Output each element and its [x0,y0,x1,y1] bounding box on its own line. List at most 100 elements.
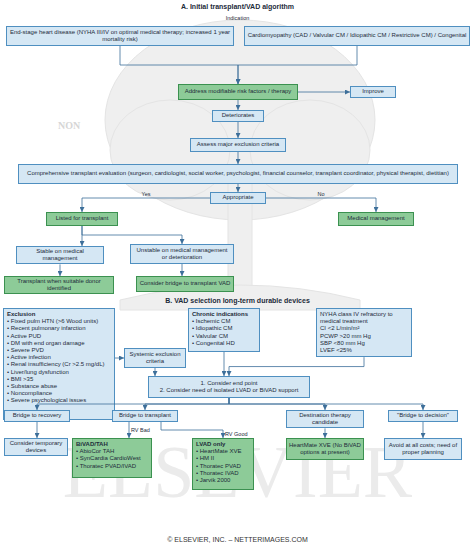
logo-text: NON [58,120,98,131]
box-list-item: • Idiopathic CM [192,325,256,332]
box-text: Transplant when suitable donor identifie… [7,278,111,292]
connector-arrow [229,357,364,376]
process-box: 1. Consider end point2. Consider need of… [148,376,310,398]
box-list-item: • Substance abuse [7,383,111,390]
box-text: Listed for transplant [49,215,115,222]
process-box: "Bridge to decision" [388,410,458,422]
process-box: End-stage heart disease (NYHA III/IV on … [6,26,234,46]
process-box: Improve [350,86,396,98]
box-list-item: • Thoratec PVAD/IVAD [76,463,148,470]
box-text: Deteriorates [215,112,261,119]
process-box: Consider temporary devices [4,438,68,456]
box-text: Consider temporary devices [7,440,65,454]
box-text: BiVAD/TAH [76,441,148,448]
process-box: Stable on medical management [16,246,104,264]
edge-label: RV Good [225,431,248,437]
process-box: Appropriate [210,192,266,204]
box-list-item: • Jarvik 2000 [196,477,250,484]
connector-arrow [82,198,210,212]
process-box: Cardiomyopathy (CAD / Valvular CM / Idio… [244,26,470,46]
box-text: Stable on medical management [19,248,101,262]
connector-arrow [115,358,124,359]
outcome-box: Consider bridge to transplant VAD [136,276,234,292]
connector-arrow [238,152,239,164]
box-text: Assess major exclusion criteria [193,141,283,148]
box-list-item: • Fixed pulm HTN (>6 Wood units) [7,318,111,325]
copyright-note: © ELSEVIER, INC. – NETTERIMAGES.COM [0,536,475,544]
outcome-box: Medical management [338,212,414,226]
box-text: Appropriate [213,194,263,201]
box-text: Destination therapy candidate [289,412,361,426]
connector-arrow [229,398,325,410]
outcome-box: BiVAD/TAH• AbioCor TAH• SynCardia Cardio… [72,438,152,478]
edge-label: Yes [142,191,151,197]
box-list-item: • Active PUD [7,333,111,340]
box-text: Medical management [341,215,411,222]
box-text: Bridge to recovery [7,412,67,419]
connector-arrow [229,398,423,410]
process-box: Comprehensive transplant evaluation (sur… [18,164,458,184]
process-box: Unstable on medical management or deteri… [130,244,234,264]
box-text: Comprehensive transplant evaluation (sur… [21,170,455,177]
box-list-item: • AbioCor TAH [76,448,148,455]
process-box: NYHA class IV refractory to medical trea… [316,308,412,357]
box-list-item: • Ischemic CM [192,318,256,325]
connector-arrow [155,368,156,376]
process-box: Assess major exclusion criteria [190,138,286,152]
box-list-item: • Severe PVD [7,347,111,354]
connector-arrow [238,100,239,110]
section-heading: B. VAD selection long-term durable devic… [0,297,475,305]
process-box: Chronic indications• Ischemic CM• Idiopa… [188,308,260,352]
connector-arrow [60,264,61,276]
box-list-item: PCWP >20 mm Hg [320,333,408,340]
connector-arrow [82,226,83,246]
box-list-item: 2. Consider need of isolated LVAD or BiV… [151,387,307,394]
outcome-box: HeartMate XVE (No BiVAD options at prese… [286,438,364,460]
section-heading: Indication [0,15,475,21]
box-text: Exclusion [7,311,111,318]
process-box: Bridge to recovery [4,410,70,422]
box-list-item: CI <2 L/min/m² [320,325,408,332]
box-list-item: • Thoratec PVAD [196,463,250,470]
box-list-item: • HeartMate XVE [196,448,250,455]
box-list-item: • Liver/lung dysfunction [7,369,111,376]
connector-arrow [120,46,238,84]
box-list-item: • Noncompliance [7,390,111,397]
box-text: NYHA class IV refractory to medical trea… [320,311,408,325]
section-heading: A. Initial transplant/VAD algorithm [0,3,475,11]
connector-arrow [82,226,182,244]
box-list-item: • Thoratec IVAD [196,470,250,477]
box-text: 1. Consider end point [151,380,307,387]
box-text: Unstable on medical management or deteri… [133,247,231,261]
box-list-item: • Active infection [7,354,111,361]
outcome-box: Address modifiable risk factors / therap… [178,84,298,100]
connector-arrow [37,422,38,438]
box-text: Systemic exclusion criteria [127,351,183,365]
box-text: End-stage heart disease (NYHA III/IV on … [9,29,231,43]
box-text: Chronic indications [192,311,256,318]
box-list-item: • DM with end organ damage [7,340,111,347]
connector-arrow [423,422,424,438]
outcome-box: LVAD only• HeartMate XVE• HM II• Thorate… [192,438,254,490]
box-list-item: • HM II [196,455,250,462]
box-text: "Bridge to decision" [391,412,455,419]
process-box: Avoid at all costs; need of proper plann… [384,438,462,460]
outcome-box: Listed for transplant [46,212,118,226]
process-box: Systemic exclusion criteria [124,348,186,368]
box-text: Cardiomyopathy (CAD / Valvular CM / Idio… [247,32,467,39]
box-text: Avoid at all costs; need of proper plann… [387,442,459,456]
edge-label: RV Bad [131,427,150,433]
connector-arrow [266,198,376,212]
process-box: Deteriorates [212,110,264,122]
box-list-item: • Valvular CM [192,333,256,340]
connector-arrow [224,352,225,376]
connector-arrow [238,184,239,192]
box-text: Address modifiable risk factors / therap… [181,88,295,95]
box-text: Improve [353,88,393,95]
process-box: Destination therapy candidate [286,410,364,428]
box-list-item: SBP <80 mm Hg [320,340,408,347]
box-text: Consider bridge to transplant VAD [139,280,231,287]
outcome-box: Transplant when suitable donor identifie… [4,276,114,294]
